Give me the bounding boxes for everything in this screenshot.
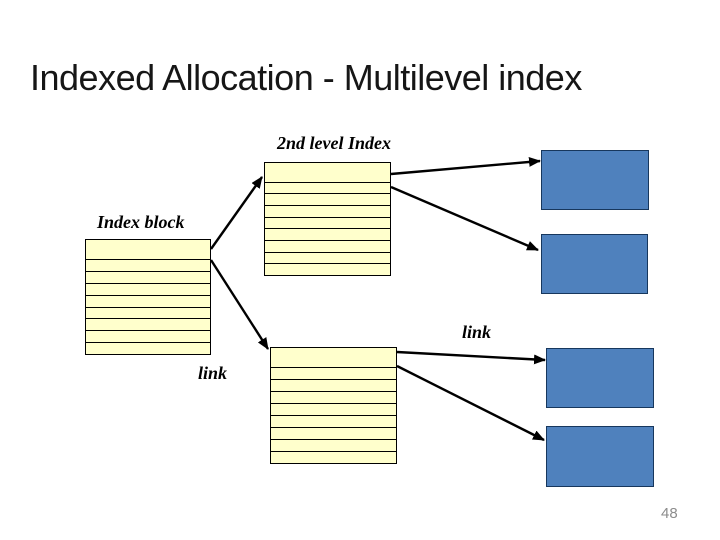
data-block-3 xyxy=(546,348,654,408)
index-entry-row xyxy=(265,193,390,205)
index-entry-row xyxy=(265,240,390,252)
arrow-index-to-second-level xyxy=(210,176,263,250)
second-level-index-block-bottom xyxy=(270,347,397,464)
index-entry-row xyxy=(265,163,390,182)
page-number: 48 xyxy=(661,505,678,522)
index-entry-row xyxy=(271,450,396,463)
index-entry-row xyxy=(86,318,210,330)
arrow-second-level-to-data-1 xyxy=(390,156,541,176)
index-entry-row xyxy=(265,216,390,229)
index-entry-row xyxy=(271,391,396,403)
arrow-second-level-to-data-2 xyxy=(390,185,539,252)
index-entry-row xyxy=(271,348,396,367)
index-entry-row xyxy=(86,330,210,342)
arrow-second-level-bottom-to-data-4 xyxy=(396,364,545,442)
index-entry-row xyxy=(86,259,210,271)
index-block xyxy=(85,239,211,355)
second-level-index-label: 2nd level Index xyxy=(277,133,391,153)
link-label-left: link xyxy=(198,363,228,383)
index-entry-row xyxy=(271,439,396,451)
index-block-label: Index block xyxy=(97,212,185,232)
index-entry-row xyxy=(265,263,390,275)
index-entry-row xyxy=(86,294,210,307)
data-block-2 xyxy=(541,234,648,294)
index-entry-row xyxy=(271,415,396,427)
data-block-1 xyxy=(541,150,649,210)
index-entry-row xyxy=(86,282,210,295)
data-block-4 xyxy=(546,426,654,487)
second-level-index-block-top xyxy=(264,162,391,276)
arrow-index-to-second-level-bottom xyxy=(209,259,270,350)
index-entry-row xyxy=(265,181,390,194)
link-label-right: link xyxy=(462,322,492,342)
index-entry-row xyxy=(265,205,390,217)
index-entry-row xyxy=(271,427,396,439)
index-entry-row xyxy=(271,403,396,415)
index-entry-row xyxy=(265,228,390,240)
slide-title: Indexed Allocation - Multilevel index xyxy=(30,57,582,98)
index-entry-row xyxy=(86,270,210,283)
index-entry-row xyxy=(86,306,210,319)
index-entry-row xyxy=(271,379,396,391)
index-entry-row xyxy=(86,240,210,259)
index-entry-row xyxy=(86,342,210,354)
arrow-second-level-bottom-to-data-3 xyxy=(396,350,546,365)
index-entry-row xyxy=(271,367,396,379)
index-entry-row xyxy=(265,251,390,264)
